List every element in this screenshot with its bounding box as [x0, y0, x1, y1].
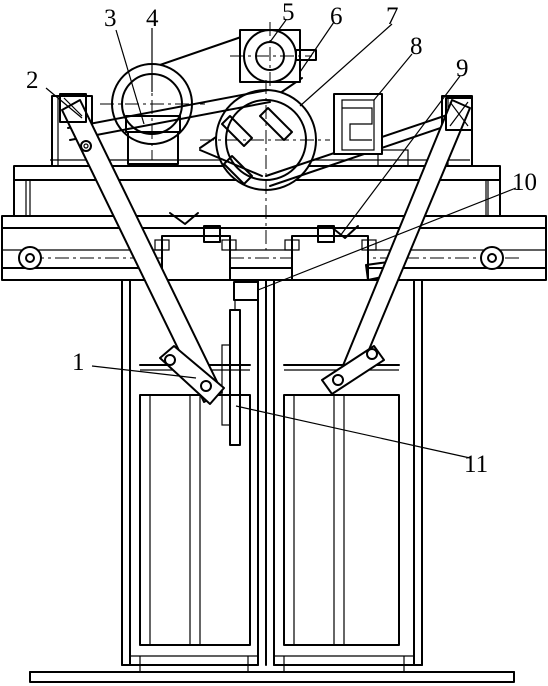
- callout-2: 2: [26, 67, 39, 94]
- callout-labels: 1 2 3 4 5 6 7 8 9 10 11: [26, 0, 537, 478]
- callout-3: 3: [104, 5, 117, 32]
- callout-10: 10: [512, 169, 537, 196]
- callout-9: 9: [456, 55, 469, 82]
- right-roller: [480, 246, 504, 270]
- base-plate: [29, 671, 515, 683]
- callout-8: 8: [410, 33, 423, 60]
- lower-frame: [121, 279, 423, 672]
- right-swing-arm: [321, 97, 473, 395]
- callout-7: 7: [386, 3, 399, 30]
- left-roller: [18, 246, 42, 270]
- drive-assembly: [67, 22, 465, 250]
- leader-lines: [45, 19, 517, 459]
- callout-1: 1: [72, 349, 85, 376]
- callout-5: 5: [282, 0, 295, 26]
- control-box: [333, 93, 383, 155]
- main-beam: [1, 212, 547, 301]
- left-swing-arm: [59, 93, 225, 405]
- callout-4: 4: [146, 5, 159, 32]
- callout-6: 6: [330, 3, 343, 30]
- callout-11: 11: [464, 451, 488, 478]
